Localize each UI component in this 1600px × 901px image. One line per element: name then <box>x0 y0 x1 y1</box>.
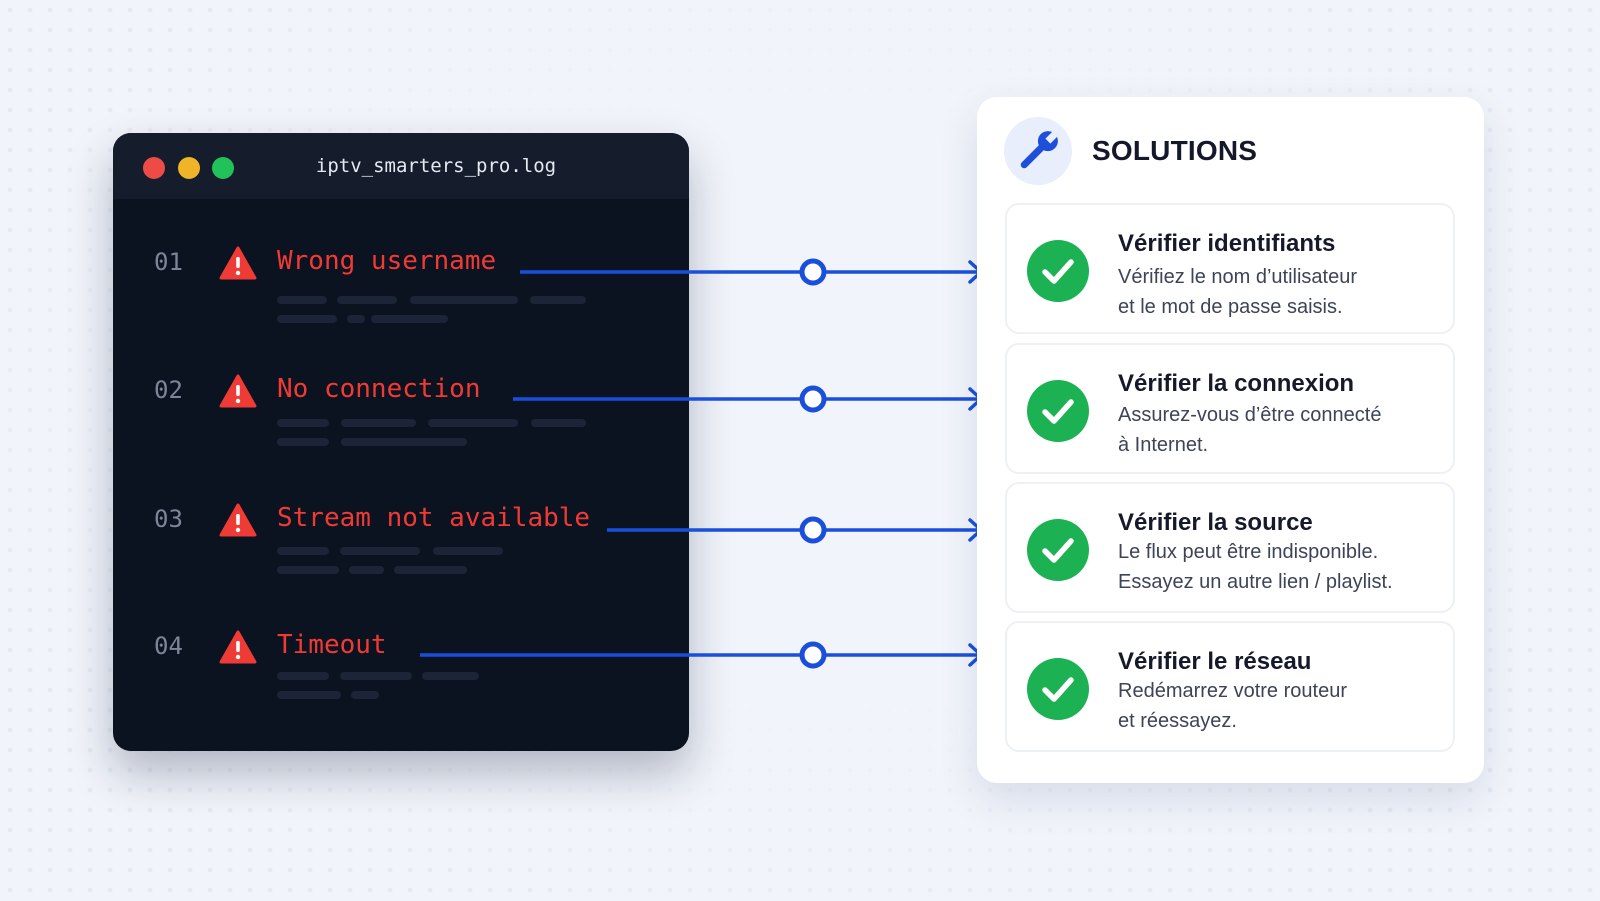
log-line-number: 04 <box>154 632 183 660</box>
solution-card: Vérifier la connexion Assurez-vous d’êtr… <box>1005 343 1455 474</box>
panel-title: SOLUTIONS <box>1092 135 1258 166</box>
log-placeholder-bar <box>337 296 397 304</box>
solution-title: Vérifier le réseau <box>1118 648 1312 675</box>
warning-icon <box>219 374 257 408</box>
log-placeholder-bar <box>347 315 365 323</box>
log-placeholder-bar <box>277 438 329 446</box>
warning-icon <box>219 246 257 280</box>
log-placeholder-bar <box>371 315 448 323</box>
checkmark-icon <box>1027 240 1089 302</box>
log-entry: 03 Stream not available <box>113 503 689 603</box>
log-line-number: 03 <box>154 505 183 533</box>
log-line-number: 01 <box>154 248 183 276</box>
solution-title: Vérifier identifiants <box>1118 230 1336 257</box>
solution-title: Vérifier la connexion <box>1118 370 1355 397</box>
log-placeholder-bar <box>277 547 329 555</box>
log-entry: 01 Wrong username <box>113 246 689 346</box>
log-placeholder-bar <box>341 438 467 446</box>
wrench-icon-badge <box>1004 117 1072 185</box>
error-message: Wrong username <box>277 246 497 276</box>
solution-description-line: et le mot de passe saisis. <box>1118 296 1343 318</box>
error-message: Timeout <box>277 630 387 660</box>
connector-line-4 <box>420 641 983 669</box>
solution-description-line: Redémarrez votre routeur <box>1118 680 1347 702</box>
log-entry: 04 Timeout <box>113 630 689 730</box>
solution-card: Vérifier identifiants Vérifiez le nom d’… <box>1005 203 1455 334</box>
warning-icon <box>219 630 257 664</box>
terminal-titlebar: iptv_smarters_pro.log <box>113 133 689 199</box>
solution-description-line: et réessayez. <box>1118 710 1237 732</box>
solution-description-line: Assurez-vous d’être connecté <box>1118 404 1382 426</box>
log-placeholder-bar <box>349 566 384 574</box>
log-placeholder-bar <box>277 419 329 427</box>
log-placeholder-bar <box>531 419 586 427</box>
log-placeholder-bar <box>277 315 337 323</box>
error-message: No connection <box>277 374 481 404</box>
log-placeholder-bar <box>277 296 327 304</box>
log-placeholder-bar <box>340 672 412 680</box>
log-placeholder-bar <box>428 419 518 427</box>
solution-card: Vérifier le réseau Redémarrez votre rout… <box>1005 621 1455 752</box>
connector-line-2 <box>513 385 983 413</box>
log-placeholder-bar <box>530 296 586 304</box>
terminal-filename: iptv_smarters_pro.log <box>315 155 557 177</box>
solution-card: Vérifier la source Le flux peut être ind… <box>1005 482 1455 613</box>
close-window-button[interactable] <box>143 157 165 179</box>
solution-description-line: à Internet. <box>1118 434 1209 456</box>
checkmark-icon <box>1027 380 1089 442</box>
log-line-number: 02 <box>154 376 183 404</box>
wrench-icon <box>1020 130 1059 169</box>
log-placeholder-bar <box>277 691 341 699</box>
connector-line-3 <box>607 516 983 544</box>
solution-title: Vérifier la source <box>1118 509 1313 536</box>
log-entry: 02 No connection <box>113 374 689 474</box>
warning-icon <box>219 503 257 537</box>
log-placeholder-bar <box>277 566 339 574</box>
log-terminal-window: iptv_smarters_pro.log 01 Wrong username … <box>113 133 689 751</box>
log-placeholder-bar <box>277 672 329 680</box>
checkmark-icon <box>1027 658 1089 720</box>
solution-description-line: Le flux peut être indisponible. <box>1118 541 1379 563</box>
log-placeholder-bar <box>422 672 479 680</box>
log-placeholder-bar <box>340 547 420 555</box>
maximize-window-button[interactable] <box>212 157 234 179</box>
solution-description-line: Vérifiez le nom d’utilisateur <box>1118 266 1357 288</box>
log-placeholder-bar <box>410 296 518 304</box>
log-placeholder-bar <box>394 566 467 574</box>
log-placeholder-bar <box>351 691 379 699</box>
connector-line-1 <box>520 258 983 286</box>
log-placeholder-bar <box>341 419 416 427</box>
solutions-panel: SOLUTIONS Vérifier identifiants Vérifiez… <box>977 97 1484 783</box>
checkmark-icon <box>1027 519 1089 581</box>
solution-description-line: Essayez un autre lien / playlist. <box>1118 571 1393 593</box>
minimize-window-button[interactable] <box>178 157 200 179</box>
error-message: Stream not available <box>277 503 591 533</box>
log-placeholder-bar <box>433 547 503 555</box>
